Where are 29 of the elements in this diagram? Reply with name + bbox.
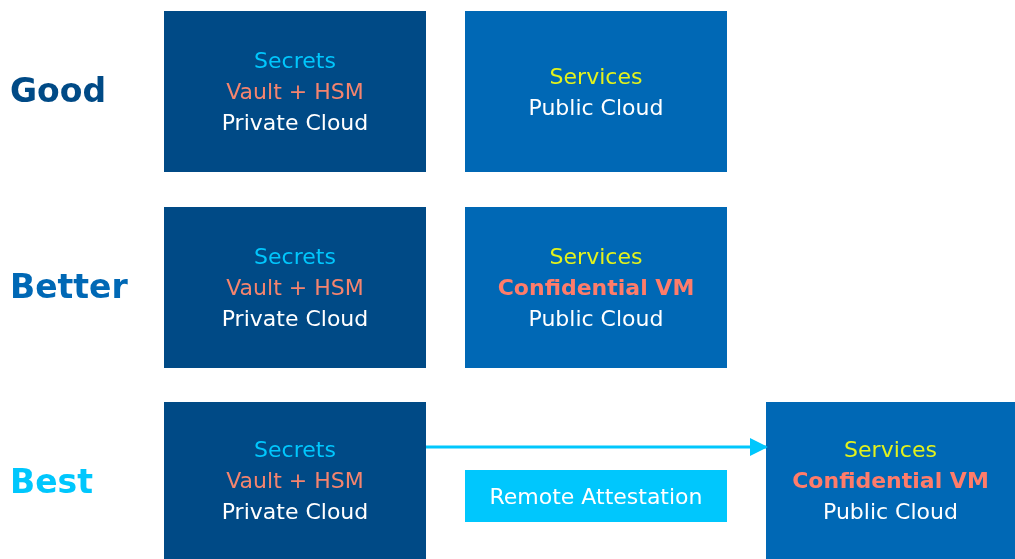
box-text: Services <box>844 436 937 464</box>
box-text: Private Cloud <box>221 109 369 137</box>
tier-box <box>465 11 727 172</box>
row-label: Best <box>10 462 93 502</box>
box-text: Private Cloud <box>221 305 369 333</box>
arrow <box>426 438 768 456</box>
tier-box <box>164 402 426 559</box>
box-text: Remote Attestation <box>489 482 703 511</box>
box-text: Confidential VM <box>792 467 989 495</box>
box-text: Secrets <box>254 243 336 271</box>
box-text: Public Cloud <box>528 93 664 122</box>
box-text: Private Cloud <box>221 498 369 526</box>
box-text: Vault + HSM <box>226 274 364 302</box>
row-label: Good <box>10 71 107 111</box>
tier-box <box>465 470 727 522</box>
tier-box <box>465 207 727 368</box>
tier-box <box>766 402 1015 559</box>
tier-box <box>164 11 426 172</box>
tier-box <box>164 207 426 368</box>
box-text: Vault + HSM <box>226 467 364 495</box>
box-text: Services <box>549 243 643 271</box>
box-text: Public Cloud <box>823 498 958 526</box>
row-label: Better <box>10 267 128 307</box>
box-text: Secrets <box>254 436 336 464</box>
box-text: Public Cloud <box>528 305 664 333</box>
box-text: Services <box>549 62 643 91</box>
box-text: Vault + HSM <box>226 78 364 106</box>
box-text: Secrets <box>254 47 336 75</box>
box-text: Confidential VM <box>497 274 695 302</box>
